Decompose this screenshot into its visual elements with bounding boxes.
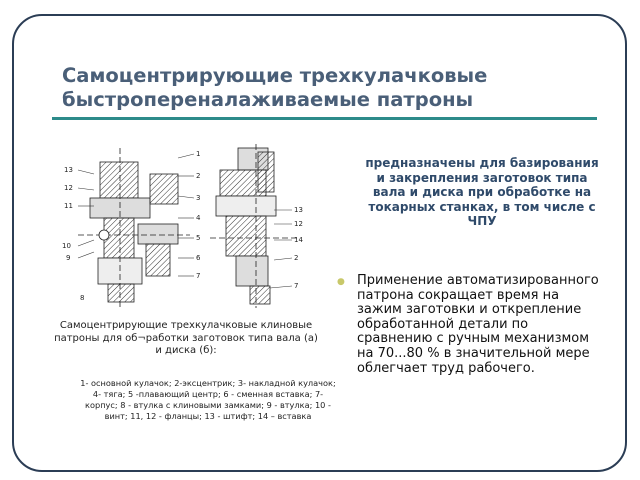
callout-a-13: 13 — [64, 166, 73, 174]
callout-a-8: 8 — [80, 294, 84, 302]
title-underline — [52, 117, 597, 120]
purpose-text: предназначены для базирования и закрепле… — [365, 156, 599, 228]
callout-b-13: 13 — [294, 206, 303, 214]
callout-a-3: 3 — [196, 194, 200, 202]
bullet-icon: ● — [337, 277, 345, 287]
callout-a-1: 1 — [196, 150, 200, 158]
bullet-text: Применение автоматизированного патрона с… — [357, 273, 599, 376]
callout-b-12: 12 — [294, 220, 303, 228]
bullet-item: ● Применение автоматизированного патрона… — [337, 273, 607, 376]
figure-caption: Самоцентрирующие трехкулачковые клиновые… — [54, 320, 318, 356]
figure-legend: 1- основной кулачок; 2-эксцентрик; 3- на… — [80, 378, 336, 421]
callout-a-7: 7 — [196, 272, 200, 280]
callout-b-14: 14 — [294, 236, 303, 244]
callout-a-11: 11 — [64, 202, 73, 210]
callout-a-6: 6 — [196, 254, 201, 262]
drawing-b — [210, 144, 300, 308]
callout-a-10: 10 — [62, 242, 71, 250]
callout-b-7: 7 — [294, 282, 298, 290]
slide-title: Самоцентрирующие трехкулачковые быстропе… — [62, 64, 488, 111]
chuck-technical-drawing: 1 2 3 4 5 6 7 8 9 10 11 12 13 13 12 14 2 — [62, 144, 303, 308]
callout-a-12: 12 — [64, 184, 73, 192]
drawing-a — [78, 148, 190, 308]
callout-a-9: 9 — [66, 254, 70, 262]
callout-a-5: 5 — [196, 234, 200, 242]
callout-a-2: 2 — [196, 172, 200, 180]
callout-a-4: 4 — [196, 214, 201, 222]
callout-b-2: 2 — [294, 254, 298, 262]
slide-frame — [12, 14, 627, 472]
